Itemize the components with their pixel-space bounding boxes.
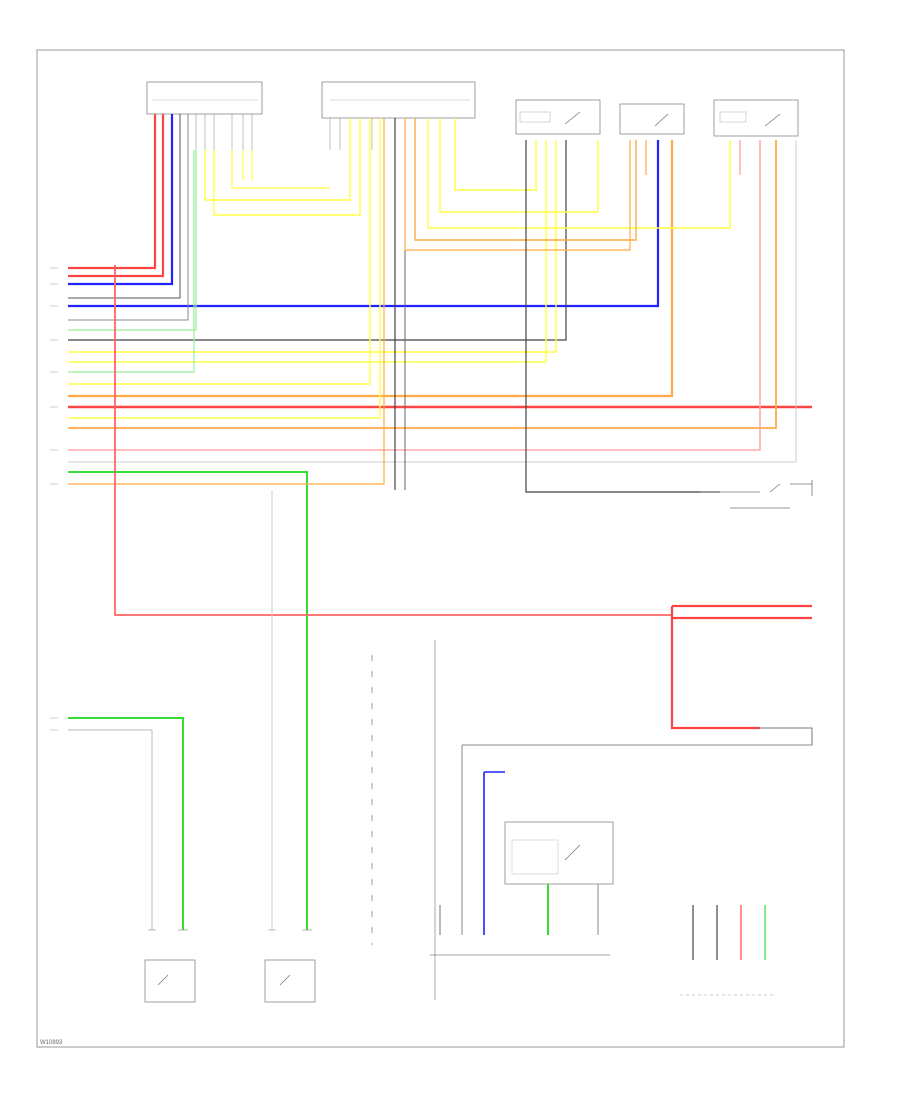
wire-yellow-5 <box>213 118 361 216</box>
wire-gray-3 <box>68 729 153 930</box>
wire-yellow-10 <box>439 118 599 213</box>
wire-red-1 <box>68 114 157 270</box>
wire-red-loop <box>114 265 672 616</box>
wire-yellow-12 <box>427 118 731 229</box>
switch-box-3 <box>713 99 799 137</box>
wire-blue-3 <box>483 771 505 935</box>
wire-green-1 <box>68 471 308 930</box>
wire-lgreen-1 <box>68 150 197 331</box>
connector-bottom-left <box>144 959 196 1003</box>
connector-bottom-center <box>264 959 316 1003</box>
wire-gray-2 <box>68 140 797 463</box>
wire-yellow-3 <box>68 118 371 385</box>
wire-pink-1 <box>68 140 761 451</box>
footer-code: W10893 <box>40 1040 63 1046</box>
wire-orange-5 <box>404 118 631 251</box>
wire-green-2 <box>68 717 184 930</box>
wire-yellow-11 <box>454 118 537 191</box>
switch-box-1 <box>515 99 601 135</box>
switch-box-2 <box>619 103 685 135</box>
connector-bottom-right <box>680 905 775 996</box>
wire-orange-1 <box>68 140 674 398</box>
wire-blue-2 <box>68 140 660 308</box>
wire-orange-2 <box>68 140 777 429</box>
wire-gray-1 <box>68 114 189 321</box>
wire-yellow-1 <box>68 140 557 353</box>
wire-yellow-4 <box>68 118 381 419</box>
connector-center-top <box>321 81 476 119</box>
right-switch-block <box>700 480 813 509</box>
connector-left-top <box>146 81 263 115</box>
left-pin-marks <box>50 267 58 731</box>
wire-red-2 <box>68 114 165 278</box>
connector-pins <box>154 114 456 150</box>
combination-switch-box <box>504 821 614 885</box>
diagram-frame <box>36 49 845 1048</box>
wire-yellow-7 <box>231 150 330 189</box>
wire-dark-2 <box>68 140 567 341</box>
wire-switch-loop <box>735 727 813 746</box>
wire-red-down <box>670 606 760 730</box>
wire-blue-1 <box>68 114 174 286</box>
wire-dark-5 <box>525 140 720 493</box>
wire-yellow-2 <box>68 140 547 363</box>
wire-yellow-6 <box>204 118 351 201</box>
wire-red-right <box>672 604 812 620</box>
wire-lgreen-2 <box>68 150 195 373</box>
wire-orange-3 <box>68 118 385 485</box>
wire-dark-1 <box>68 114 181 299</box>
